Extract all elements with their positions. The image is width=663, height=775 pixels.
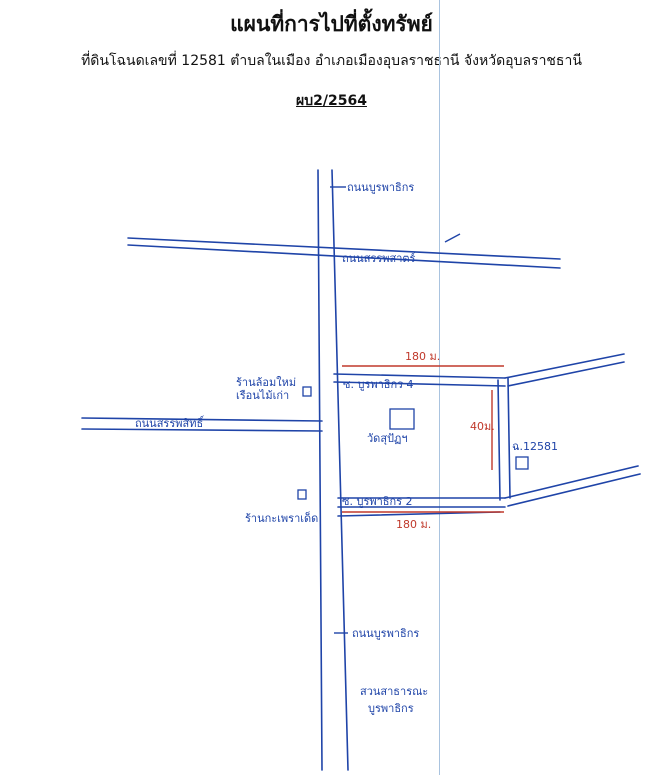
label-soi-2: ซ. บูรพาธิกร 2 xyxy=(342,495,413,508)
soi4-upper-edge xyxy=(333,373,506,379)
top-road-pointer xyxy=(444,233,461,243)
label-road-north: ถนนบูรพาธิกร xyxy=(347,181,414,194)
top-road-lower-edge xyxy=(127,244,561,269)
label-road-top: ถนนสรรพสาตร์ xyxy=(342,252,416,265)
label-bottom-length: 180 ม. xyxy=(396,518,431,531)
map-title: แผนที่การไปที่ตั้งทรัพย์ xyxy=(230,12,433,36)
main-road-left-edge xyxy=(317,169,323,771)
right-road-left-edge xyxy=(497,379,501,501)
label-shop-left-bottom: เรือนไม้เก่า xyxy=(236,389,289,402)
label-side-length: 40ม. xyxy=(470,420,495,433)
map-subtitle: ที่ดินโฉนดเลขที่ 12581 ตำบลในเมือง อำเภอ… xyxy=(81,53,582,69)
top-road-upper-edge xyxy=(127,237,561,260)
label-park-line2: บูรพาธิกร xyxy=(368,702,414,715)
parcel-box xyxy=(515,456,529,470)
soi4-lower-edge xyxy=(333,381,506,387)
shop-left-box xyxy=(302,386,312,397)
label-park-line1: สวนสาธารณะ xyxy=(360,685,428,698)
shop-bottom-box xyxy=(297,489,307,500)
label-parcel: ฉ.12581 xyxy=(512,440,558,453)
left-road-lower-edge xyxy=(81,428,323,432)
label-shop-bottom: ร้านกะเพราเด็ด xyxy=(245,511,318,525)
label-road-south: ถนนบูรพาธิกร xyxy=(352,627,419,640)
document-number: ผบ2/2564 xyxy=(296,93,367,109)
main-road-right-edge xyxy=(331,169,349,771)
upper-right-road-edge-1 xyxy=(504,353,625,379)
label-top-length: 180 ม. xyxy=(405,350,440,363)
right-road-right-edge xyxy=(507,377,511,499)
upper-right-road-edge-2 xyxy=(507,361,625,387)
paper-fold-line xyxy=(439,0,440,775)
temple-box xyxy=(389,408,415,430)
label-temple: วัดสุปัฏฯ xyxy=(367,432,408,445)
label-soi-4: ซ. บูรพาธิกร 4 xyxy=(343,378,414,391)
lower-right-road-edge-1 xyxy=(504,465,639,499)
label-shop-left-top: ร้านล้อมใหม่ xyxy=(236,376,296,389)
lower-right-road-edge-2 xyxy=(507,473,641,507)
label-road-sapsit: ถนนสรรพสิทธิ์ xyxy=(135,415,205,430)
left-road-upper-edge xyxy=(81,417,323,422)
